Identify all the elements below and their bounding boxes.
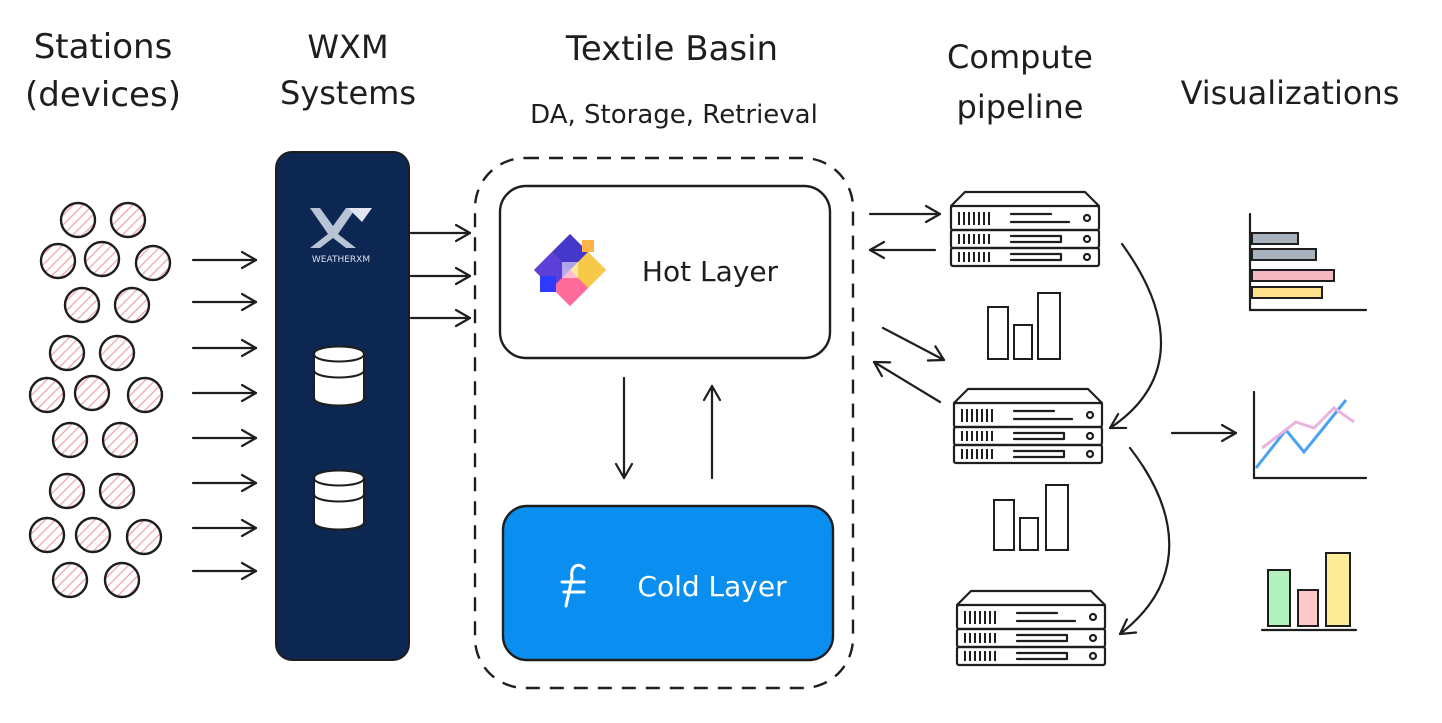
hot-layer-label: Hot Layer [642, 255, 779, 288]
svg-text:Compute: Compute [947, 38, 1093, 76]
basin-to-server1-arrow [868, 204, 942, 224]
station-node [74, 516, 112, 554]
station-node [28, 516, 66, 554]
basin-title: Textile Basin DA, Storage, Retrieval [530, 29, 818, 130]
hot-layer: Hot Layer [498, 184, 832, 360]
compute-server-2 [952, 387, 1104, 465]
visualizations-title: Visualizations [1181, 74, 1400, 112]
station-cluster [28, 201, 172, 599]
cold-layer: Cold Layer [501, 504, 835, 662]
hot-to-cold-arrow [614, 376, 634, 480]
compute-to-viz-arrow [1170, 423, 1238, 443]
svg-text:Systems: Systems [280, 74, 416, 112]
station-node [98, 472, 136, 510]
station-node [134, 244, 172, 282]
station-node [63, 286, 101, 324]
filecoin-logo-icon [560, 563, 586, 608]
station-node [48, 334, 86, 372]
database-icon [313, 469, 365, 531]
arrow [191, 383, 258, 403]
station-node [28, 376, 66, 414]
svg-text:Textile Basin: Textile Basin [565, 29, 778, 69]
arrow [191, 518, 258, 538]
arrow [191, 338, 258, 358]
basin-to-server2-arrow [881, 326, 949, 369]
svg-text:WEATHERXM: WEATHERXM [312, 255, 370, 265]
station-node [83, 240, 121, 278]
tableland-logo-icon [534, 234, 606, 306]
line-chart-icon [1252, 390, 1368, 480]
server1-to-basin-arrow [868, 240, 937, 260]
svg-text:DA, Storage, Retrieval: DA, Storage, Retrieval [530, 100, 818, 130]
station-node [73, 374, 111, 412]
station-node [51, 421, 89, 459]
station-node [125, 518, 163, 556]
server2-to-basin-arrow [868, 354, 942, 404]
cold-layer-label: Cold Layer [637, 570, 787, 603]
arrow [191, 250, 258, 270]
vertical-bar-chart-icon [1260, 552, 1358, 632]
station-node [48, 472, 86, 510]
compute-title: Compute pipeline [947, 38, 1093, 126]
station-node [59, 201, 97, 239]
station-node [103, 561, 141, 599]
svg-text:WXM: WXM [307, 28, 388, 66]
intermediate-bar-icon [987, 292, 1061, 360]
wxm-to-basin-arrows [409, 223, 472, 328]
arrow [409, 266, 472, 286]
arrow [191, 561, 258, 581]
station-node [113, 286, 151, 324]
intermediate-bar-icon [993, 484, 1069, 551]
svg-text:(devices): (devices) [25, 75, 181, 115]
arrow [409, 223, 472, 243]
station-node [101, 421, 139, 459]
svg-text:Stations: Stations [34, 27, 173, 67]
station-node [126, 376, 164, 414]
station-to-wxm-arrows [191, 250, 258, 581]
wxm-title: WXM Systems [280, 28, 416, 112]
arrow [409, 308, 472, 328]
wxm-systems-panel: WEATHERXM [275, 151, 410, 661]
arrow [191, 292, 258, 312]
station-node [51, 561, 89, 599]
arrow [191, 428, 258, 448]
svg-text:Visualizations: Visualizations [1181, 74, 1400, 112]
cold-to-hot-arrow [702, 384, 722, 480]
svg-text:pipeline: pipeline [957, 88, 1084, 126]
arrow [191, 473, 258, 493]
server1-to-server2-arrow [1104, 242, 1163, 437]
compute-server-1 [949, 190, 1101, 268]
server2-to-server3-arrow [1114, 446, 1171, 642]
horizontal-bar-chart-icon [1248, 212, 1368, 312]
station-node [39, 242, 77, 280]
database-icon [313, 345, 365, 407]
station-node [98, 334, 136, 372]
station-node [109, 201, 147, 239]
stations-title: Stations (devices) [25, 27, 181, 115]
weatherxm-logo-icon: WEATHERXM [310, 208, 372, 265]
compute-server-3 [955, 589, 1107, 667]
